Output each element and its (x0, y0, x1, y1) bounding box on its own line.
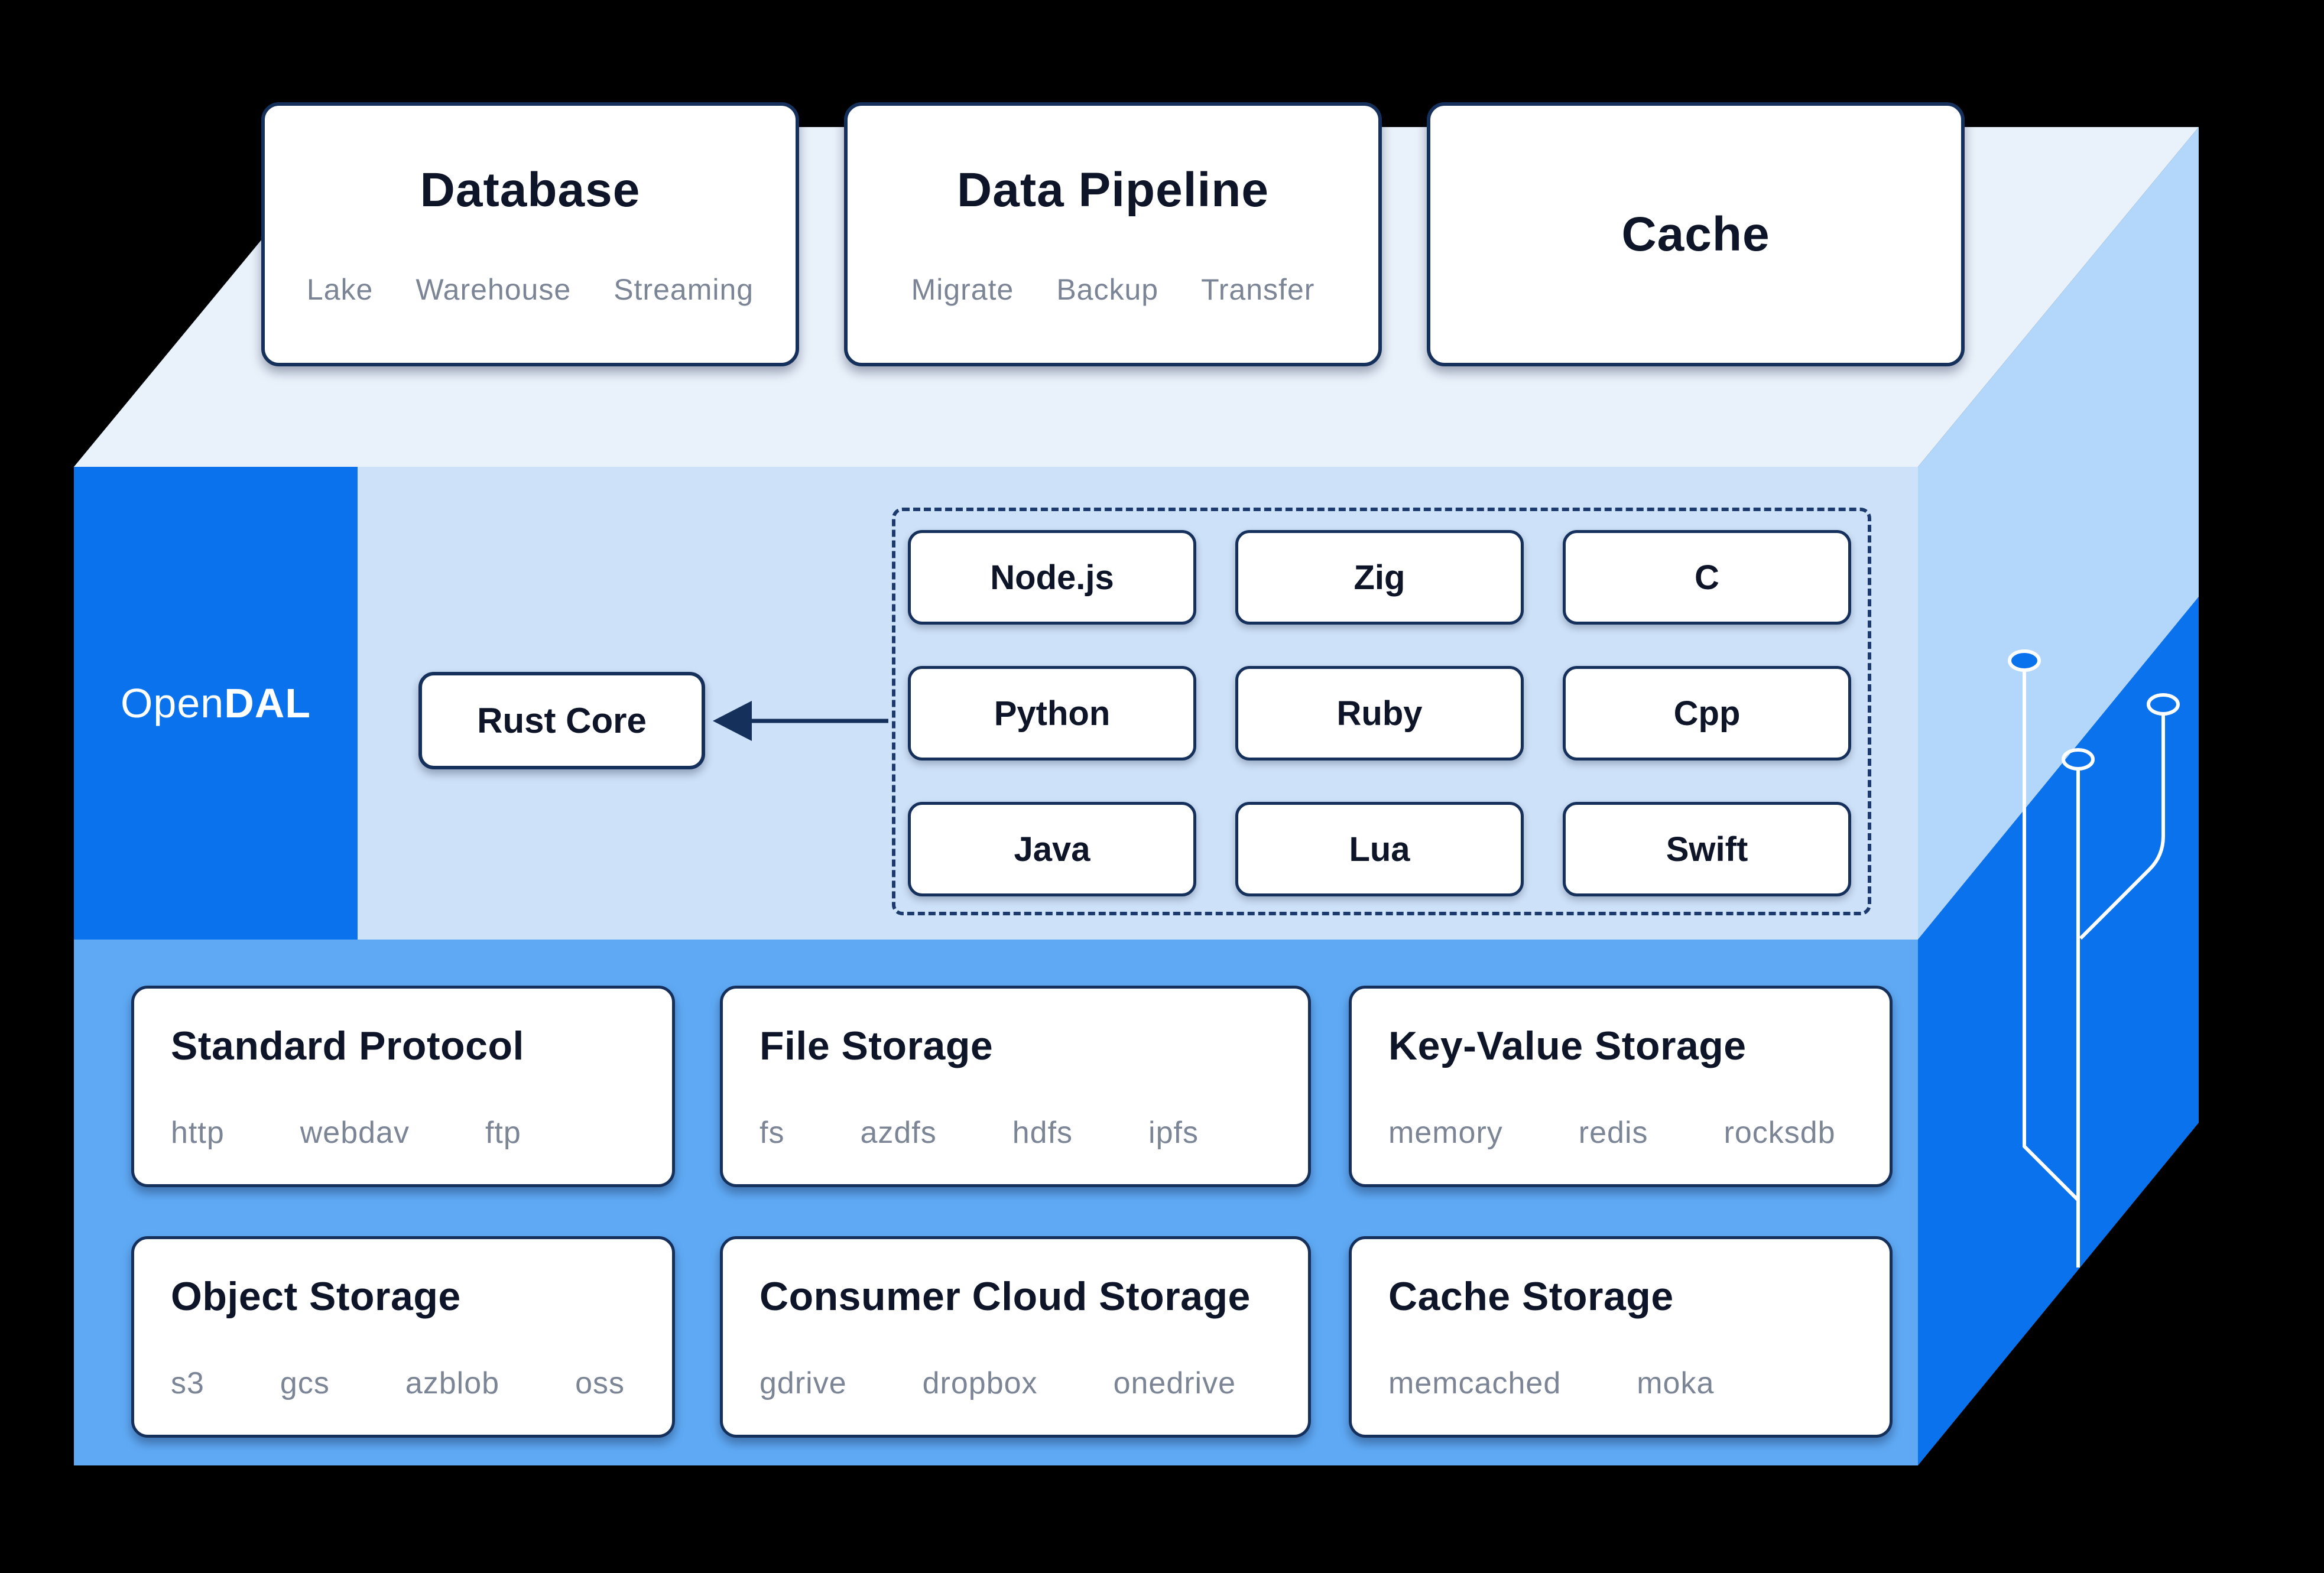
storage-card-object-storage: Object Storage s3 gcs azblob oss (131, 1236, 675, 1438)
card-item: ftp (485, 1116, 521, 1150)
binding-box-swift: Swift (1563, 802, 1851, 896)
logo-open: Open (120, 680, 225, 726)
circuit-node-icon (2147, 693, 2180, 716)
card-item: Streaming (614, 272, 754, 306)
card-item: redis (1578, 1116, 1648, 1150)
binding-label: C (1695, 558, 1719, 597)
circuit-node-icon (2062, 748, 2095, 771)
card-items: memory redis rocksdb (1388, 1115, 1890, 1150)
circuit-line (2079, 713, 2165, 940)
opendal-brand-panel: OpenDAL (74, 467, 358, 940)
card-title: Key-Value Storage (1388, 1023, 1747, 1068)
logo-dal: DAL (224, 680, 311, 726)
card-items: fs azdfs hdfs ipfs (759, 1115, 1308, 1150)
card-items: Migrate Backup Transfer (911, 272, 1315, 307)
binding-label: Java (1014, 830, 1090, 869)
card-items: Lake Warehouse Streaming (307, 272, 754, 307)
card-item: ipfs (1148, 1116, 1199, 1150)
card-title: File Storage (759, 1023, 994, 1068)
card-item: azblob (405, 1366, 500, 1400)
language-bindings-grid: Node.js Zig C Python Ruby Cpp Java Lua S… (908, 530, 1851, 896)
card-item: memcached (1388, 1366, 1562, 1400)
language-bindings-container (892, 508, 1871, 915)
card-item: rocksdb (1723, 1116, 1836, 1150)
binding-label: Zig (1353, 558, 1406, 597)
card-item: oss (575, 1366, 625, 1400)
rust-core-label: Rust Core (477, 701, 647, 740)
card-title: Cache (1621, 207, 1770, 261)
card-title: Standard Protocol (171, 1023, 524, 1068)
binding-box-zig: Zig (1235, 530, 1524, 625)
right-face-lower (1918, 597, 2199, 1465)
card-item: Backup (1056, 272, 1159, 306)
card-item: gdrive (759, 1366, 847, 1400)
card-item: dropbox (922, 1366, 1038, 1400)
binding-label: Lua (1349, 830, 1410, 869)
card-item: fs (759, 1116, 785, 1150)
card-item: memory (1388, 1116, 1503, 1150)
binding-box-nodejs: Node.js (908, 530, 1196, 625)
circuit-node-filled-icon (2008, 649, 2041, 672)
card-item: hdfs (1012, 1116, 1073, 1150)
card-items: gdrive dropbox onedrive (759, 1366, 1308, 1401)
storage-card-key-value-storage: Key-Value Storage memory redis rocksdb (1349, 986, 1893, 1187)
binding-label: Swift (1666, 830, 1748, 869)
card-title: Database (420, 162, 641, 217)
card-title: Consumer Cloud Storage (759, 1274, 1251, 1319)
card-item: s3 (171, 1366, 205, 1400)
circuit-decoration (2008, 649, 2180, 1268)
card-item: Warehouse (416, 272, 572, 306)
binding-box-cpp: Cpp (1563, 666, 1851, 760)
card-item: Migrate (911, 272, 1014, 306)
binding-label: Ruby (1336, 694, 1423, 733)
binding-box-python: Python (908, 666, 1196, 760)
card-items: s3 gcs azblob oss (171, 1366, 672, 1401)
card-items: http webdav ftp (171, 1115, 672, 1150)
card-item: moka (1637, 1366, 1715, 1400)
rust-core-box: Rust Core (418, 672, 705, 769)
binding-box-java: Java (908, 802, 1196, 896)
top-card-data-pipeline: Data Pipeline Migrate Backup Transfer (844, 102, 1382, 366)
card-item: onedrive (1113, 1366, 1236, 1400)
top-card-database: Database Lake Warehouse Streaming (261, 102, 799, 366)
binding-label: Python (994, 694, 1111, 733)
card-item: gcs (280, 1366, 330, 1400)
binding-box-ruby: Ruby (1235, 666, 1524, 760)
circuit-line (2023, 670, 2080, 1202)
card-title: Object Storage (171, 1274, 461, 1319)
top-card-cache: Cache (1427, 102, 1965, 366)
binding-box-lua: Lua (1235, 802, 1524, 896)
right-face-upper (1918, 127, 2199, 940)
opendal-logo: OpenDAL (121, 680, 311, 727)
card-item: Lake (306, 272, 374, 306)
storage-card-cache-storage: Cache Storage memcached moka (1349, 1236, 1893, 1438)
card-item: http (171, 1116, 225, 1150)
card-item: azdfs (860, 1116, 937, 1150)
bindings-to-core-arrow (713, 701, 888, 741)
card-title: Data Pipeline (957, 162, 1269, 217)
storage-card-consumer-cloud-storage: Consumer Cloud Storage gdrive dropbox on… (720, 1236, 1311, 1438)
binding-box-c: C (1563, 530, 1851, 625)
storage-card-file-storage: File Storage fs azdfs hdfs ipfs (720, 986, 1311, 1187)
card-item: webdav (300, 1116, 410, 1150)
arrowhead-icon (713, 701, 752, 741)
binding-label: Cpp (1673, 694, 1741, 733)
card-item: Transfer (1201, 272, 1315, 306)
card-items: memcached moka (1388, 1366, 1890, 1401)
card-title: Cache Storage (1388, 1274, 1674, 1319)
binding-label: Node.js (990, 558, 1114, 597)
storage-card-standard-protocol: Standard Protocol http webdav ftp (131, 986, 675, 1187)
